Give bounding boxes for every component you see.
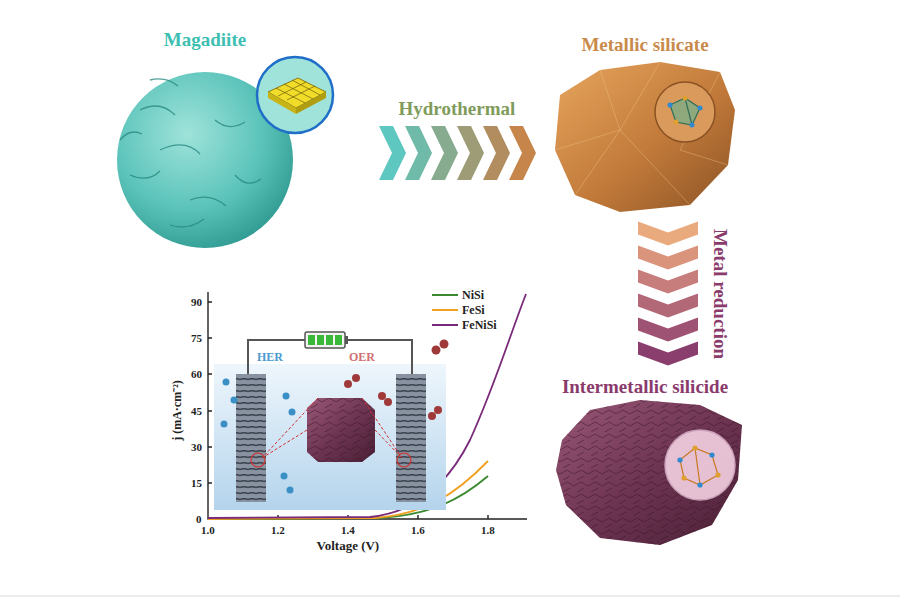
electrode-label: HER (257, 350, 283, 365)
tick-label: 75 (191, 332, 202, 344)
stage-illustration: Intermetallic silicide (545, 372, 745, 550)
tick-label: 1.0 (201, 524, 215, 536)
tick-label: 1.8 (481, 524, 495, 536)
stage-heading: Intermetallic silicide (545, 372, 745, 398)
electrode-label: OER (349, 350, 375, 365)
tick-label: 15 (191, 477, 202, 489)
legend-text: FeNiSi (462, 318, 497, 333)
stage-heading: Magadiite (110, 25, 300, 51)
edge-label: Hydrothermal (399, 98, 516, 120)
axis-title: j (mA·cm⁻²) (167, 380, 184, 441)
stage-heading: Metallic silicate (545, 30, 745, 56)
legend-text: FeSi (462, 303, 485, 318)
tick-label: 1.2 (271, 524, 285, 536)
stage-illustration: Metallic silicate (545, 30, 745, 215)
tick-label: 1.6 (411, 524, 425, 536)
tick-label: 90 (191, 296, 202, 308)
legend-text: NiSi (462, 288, 484, 303)
tick-label: 0 (196, 513, 202, 525)
tick-label: 30 (191, 441, 202, 453)
chevron-arrow (379, 126, 536, 180)
tick-label: 45 (191, 405, 202, 417)
tick-label: 1.4 (341, 524, 355, 536)
chevron-arrow (638, 222, 698, 366)
edge-label: Metal reduction (709, 229, 731, 359)
stage-illustration: Magadiite (110, 25, 300, 255)
tick-label: 60 (191, 368, 202, 380)
axis-title: Voltage (V) (317, 538, 380, 554)
